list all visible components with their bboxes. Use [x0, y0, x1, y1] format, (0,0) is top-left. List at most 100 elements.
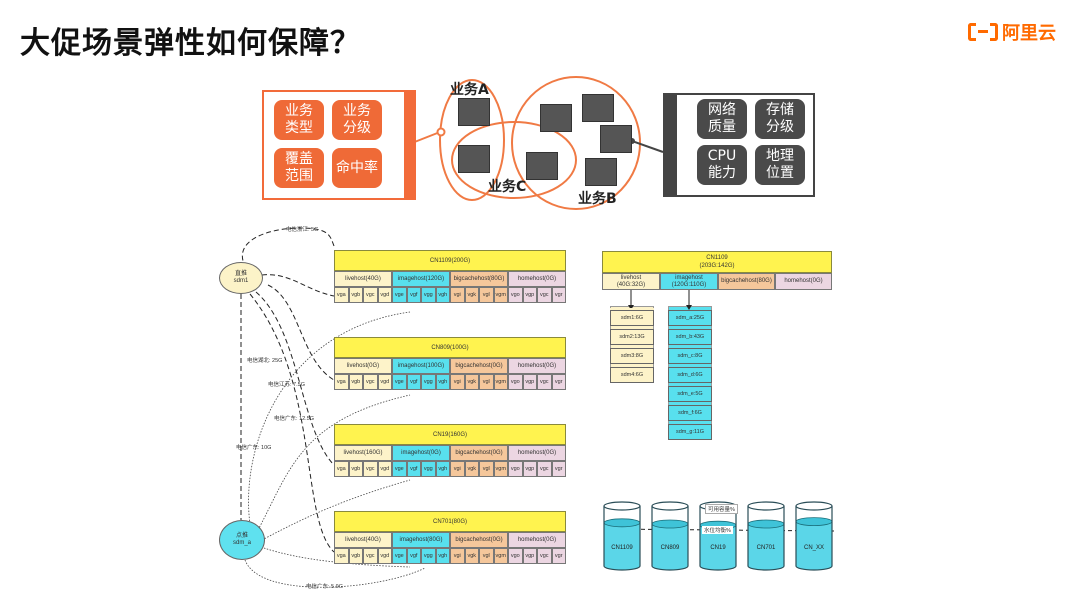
- cluster-title: CN1109(200G): [334, 250, 566, 271]
- volume-cell: vgk: [464, 461, 479, 477]
- volume-cell: vgg: [421, 548, 436, 564]
- cluster-category: bigcachehost(80G): [450, 271, 508, 287]
- volume-cell: vgo: [508, 461, 523, 477]
- volume-cell: vgc: [363, 461, 378, 477]
- cluster-category: homehost(0G): [508, 358, 566, 374]
- business-b-label: 业务B: [578, 191, 617, 207]
- volume-cell: vgr: [551, 548, 566, 564]
- capacity-cylinder: [747, 501, 785, 571]
- volume-cell: vgh: [435, 461, 450, 477]
- volume-cell: vgg: [421, 461, 436, 477]
- volume-cell: vge: [392, 548, 407, 564]
- volume-cell: vgo: [508, 548, 523, 564]
- aliyun-logo-icon: [968, 23, 998, 41]
- sdm-item: sdm2:13G: [610, 329, 654, 345]
- business-factors-panel: 业务类型 业务分级 覆盖范围 命中率: [262, 90, 416, 200]
- sdm-item: sdm_d:6G: [668, 367, 712, 383]
- cluster-category: bigcachehost(0G): [450, 358, 508, 374]
- volume-cell: vga: [334, 287, 349, 303]
- factor-tile-hit-rate: 命中率: [332, 148, 382, 188]
- volume-cell: vge: [392, 374, 407, 390]
- volume-cell: vgk: [464, 287, 479, 303]
- panel-accent-bar: [404, 90, 416, 200]
- cluster-title: CN19(160G): [334, 424, 566, 445]
- volume-cell: vgd: [377, 548, 392, 564]
- factor-tile-storage-level: 存储分级: [755, 99, 805, 139]
- factor-tile-coverage: 覆盖范围: [274, 148, 324, 188]
- cluster-category: livehost(40G): [334, 271, 392, 287]
- volume-cell: vgc: [537, 548, 552, 564]
- volume-cell: vgc: [363, 374, 378, 390]
- volume-cell: vgo: [508, 374, 523, 390]
- cluster-category: livehost(0G): [334, 358, 392, 374]
- server-square: [600, 125, 632, 153]
- volume-cell: vgd: [377, 461, 392, 477]
- volume-cell: vgc: [537, 287, 552, 303]
- volume-cell: vgi: [450, 461, 465, 477]
- volume-cell: vgr: [551, 374, 566, 390]
- volume-cell: vgl: [479, 461, 494, 477]
- business-c-label: 业务C: [488, 179, 527, 195]
- volume-cell: vga: [334, 461, 349, 477]
- detail-cat-bigcache: bigcachehost(80G): [718, 273, 775, 290]
- volume-cell: vgc: [363, 287, 378, 303]
- volume-cell: vgr: [551, 287, 566, 303]
- panel-accent-bar: [663, 93, 677, 197]
- link-label: 电信广东: 10G: [236, 445, 272, 451]
- volume-cell: vgk: [464, 374, 479, 390]
- volume-cell: vgb: [348, 461, 363, 477]
- factor-tile-network-quality: 网络质量: [697, 99, 747, 139]
- cylinder-label: CN_XX: [803, 545, 824, 551]
- water-balance-label: 水位均衡%: [702, 526, 733, 534]
- volume-cell: vgm: [493, 461, 508, 477]
- cluster-category: livehost(40G): [334, 532, 392, 548]
- volume-cell: vgb: [348, 287, 363, 303]
- detail-cat-home: homehost(0G): [775, 273, 832, 290]
- sdm-item: sdm_e:5G: [668, 386, 712, 402]
- volume-cell: vgr: [551, 461, 566, 477]
- factor-tile-business-type: 业务类型: [274, 100, 324, 140]
- sdm-item: sdm4:6G: [610, 367, 654, 383]
- detail-cat-image: imagehost(120G:110G): [660, 273, 718, 290]
- sdm-item: sdm_f:6G: [668, 405, 712, 421]
- volume-cell: vgl: [479, 374, 494, 390]
- link-label: 电信广东: 12.5G: [274, 416, 315, 422]
- volume-cell: vgb: [348, 548, 363, 564]
- link-label: 电信广东: 5.9G: [306, 584, 343, 590]
- capacity-cylinder: [795, 501, 833, 571]
- capacity-cylinder: [651, 501, 689, 571]
- sdm-item: sdm_a:25G: [668, 310, 712, 326]
- volume-cell: vgg: [421, 287, 436, 303]
- volume-cell: vgf: [406, 548, 421, 564]
- cluster-category: livehost(160G): [334, 445, 392, 461]
- cylinder-label: CN1109: [611, 545, 633, 551]
- factor-tile-location: 地理位置: [755, 145, 805, 185]
- cylinder-label: CN809: [660, 545, 680, 551]
- cluster-category: bigcachehost(0G): [450, 532, 508, 548]
- link-label: 电信江苏: 7.5G: [268, 382, 305, 388]
- cluster-category: homehost(0G): [508, 445, 566, 461]
- sdm-item: sdm3:8G: [610, 348, 654, 364]
- volume-cell: vgp: [522, 548, 537, 564]
- volume-cell: vgi: [450, 287, 465, 303]
- server-square: [458, 145, 490, 173]
- volume-cell: vgm: [493, 374, 508, 390]
- cluster-category: imagehost(100G): [392, 358, 450, 374]
- cluster-category: imagehost(120G): [392, 271, 450, 287]
- volume-cell: vgp: [522, 287, 537, 303]
- cluster-title: CN701(80G): [334, 511, 566, 532]
- cluster-category: homehost(0G): [508, 532, 566, 548]
- volume-cell: vge: [392, 461, 407, 477]
- cylinder-label: CN701: [756, 545, 776, 551]
- server-square: [540, 104, 572, 132]
- volume-cell: vga: [334, 374, 349, 390]
- sdm-item: sdm_c:8G: [668, 348, 712, 364]
- server-square: [582, 94, 614, 122]
- page-title: 大促场景弹性如何保障？: [20, 26, 361, 61]
- server-square: [585, 158, 617, 186]
- volume-cell: vgo: [508, 287, 523, 303]
- cylinder-label: CN19: [710, 545, 726, 551]
- brand-logo: 阿里云: [968, 19, 1056, 45]
